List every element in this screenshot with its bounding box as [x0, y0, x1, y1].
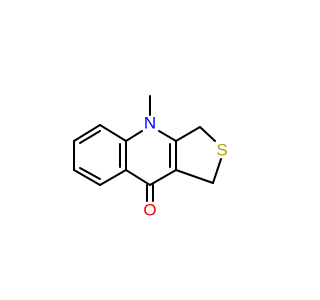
bond-benzene-top-left: [73, 124, 101, 142]
sulfur-atom-label: S: [216, 141, 227, 160]
nitrogen-atom-label: N: [144, 114, 156, 133]
bond-benzene-inner-top: [79, 130, 101, 144]
bond-c9a-c9: [149, 169, 177, 186]
bond-benzene-bottom-left: [73, 169, 101, 186]
bond-s-ch2: [212, 158, 222, 184]
bond-ch2-s: [199, 126, 216, 142]
oxygen-atom-label: O: [143, 201, 156, 220]
atom-labels: N S O: [143, 114, 227, 220]
molecule-structure: N S O: [73, 95, 228, 220]
bond-c8a-n: [125, 130, 143, 142]
bond-benzene-top-right: [99, 124, 127, 142]
bond-lines: [73, 95, 222, 202]
bond-n-c3a: [158, 130, 177, 142]
bond-benzene-bottom-right: [99, 169, 127, 186]
bond-c9-c4a: [125, 169, 151, 186]
bond-benzene-inner-bottom: [79, 167, 101, 180]
bond-c3a-ch2: [175, 126, 201, 142]
bond-ch2-c9a: [175, 169, 214, 184]
